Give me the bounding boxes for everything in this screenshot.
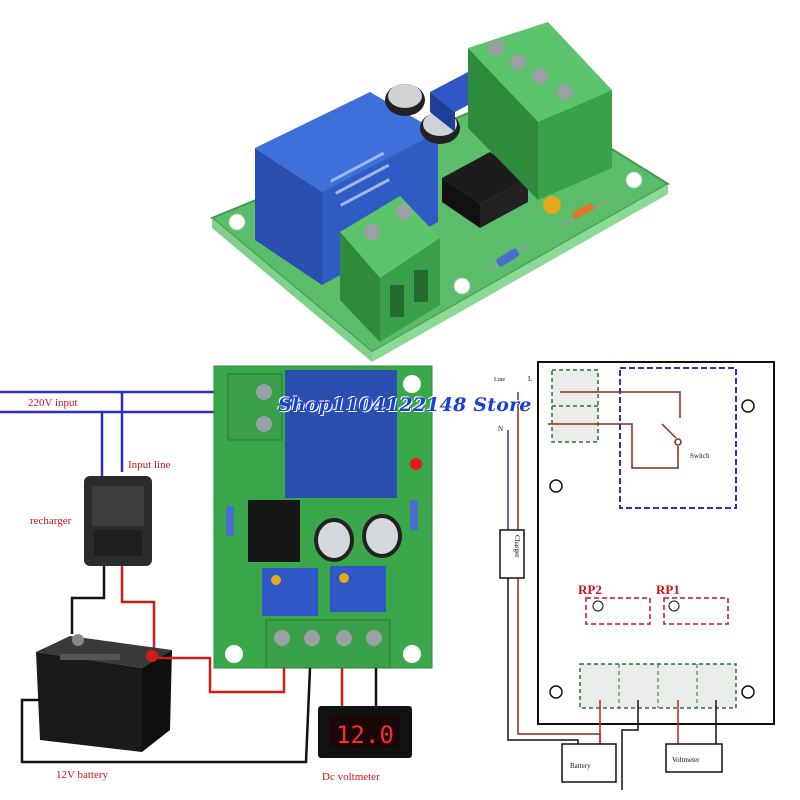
mount-hole [228,213,246,231]
potentiometer [330,566,386,612]
label-charger: Charger [513,535,521,558]
mount-hole [625,171,643,189]
mount-hole [741,685,755,699]
battery-black-wire [20,667,312,764]
battery [36,634,172,752]
schematic-battery [561,743,617,783]
pcb-board-edge [212,218,372,362]
potentiometer [262,568,318,616]
label-12v-battery: 12V battery [56,769,109,781]
label-rp2: RP2 [578,582,602,597]
mount-hole [741,399,755,413]
battery-terminal-negative [72,634,84,646]
battery-terminal-positive [146,650,158,662]
label-recharger: recharger [30,515,72,527]
rp2-potentiometer-box [585,597,651,625]
wiring-diagram-photo: 12.0 220V input Input line recharger 12V… [0,365,433,783]
diode [559,199,611,226]
ac-input-wires [0,390,238,478]
capacitor-ceramic [543,196,561,214]
schematic-black-wire-battery [621,700,639,790]
mount-hole [549,685,563,699]
label-input-line: Input line [128,459,171,471]
battery-red-wire [158,656,286,694]
led [410,458,422,470]
rp1-adjust-screw [668,600,680,612]
mount-hole [549,479,563,493]
ic-chip [248,500,300,562]
label-dc-voltmeter: Dc voltmeter [322,771,380,783]
resistor [226,506,234,536]
label-line-l: L [528,375,532,383]
relay [255,92,438,192]
schematic-black-wire-charger [507,578,579,744]
schematic-voltmeter [665,743,723,773]
switch-symbol [548,391,682,469]
mount-hole [453,277,471,295]
label-220v-input: 220V input [28,397,78,409]
relay-switch-box [619,367,737,509]
module-photo [210,22,670,362]
terminal-block-ac [227,373,283,441]
dc-voltmeter: 12.0 [318,706,412,758]
label-line: Line [494,377,505,383]
schematic-charger [499,529,525,579]
charger-adapter [84,476,152,566]
charger-red-wire [120,566,156,658]
schematic-diagram: Switch Line L N Charger RP2 RP1 Battery [494,361,775,790]
label-voltmeter: Voltmeter [672,756,700,764]
terminal-block-2pin [340,196,440,342]
capacitor [314,518,354,562]
label-battery: Battery [570,762,591,770]
label-switch: Switch [690,452,710,460]
capacitor [362,514,402,558]
rp2-adjust-screw [592,600,604,612]
resistor [410,500,418,530]
relay [285,370,397,498]
voltmeter-reading: 12.0 [336,721,394,749]
rp1-potentiometer-box [663,597,729,625]
label-line-n: N [498,425,503,433]
terminal-block-4pin [468,22,612,200]
label-rp1: RP1 [656,582,680,597]
store-watermark: Shop1104122148 Store [278,394,532,416]
charger-black-wire [70,566,106,634]
resistor [487,243,531,271]
